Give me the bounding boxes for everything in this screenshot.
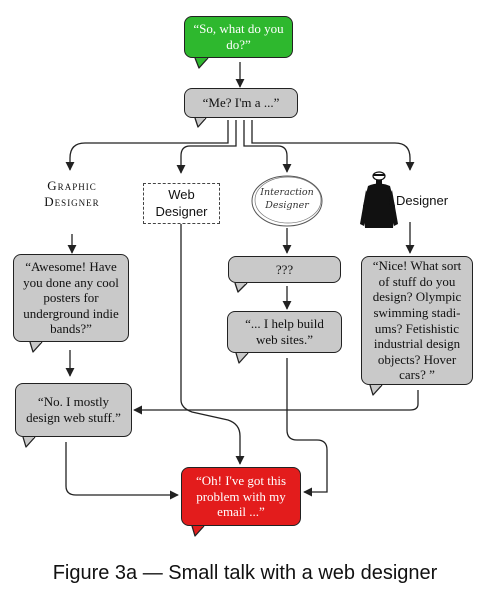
designer-label: Designer bbox=[396, 193, 449, 208]
arrow-me-to-graphic bbox=[65, 120, 229, 171]
mostly-bubble: “No. I mostly design web stuff.” bbox=[15, 383, 132, 437]
web-label-line1: Web bbox=[168, 187, 195, 203]
tail-start bbox=[194, 57, 209, 69]
interaction-label-line2: Designer bbox=[265, 199, 309, 211]
nice-bubble: “Nice! What sort of stuff do you design?… bbox=[361, 256, 473, 385]
web-designer-label: Web Designer bbox=[143, 183, 220, 224]
arrow-me-to-web bbox=[176, 120, 237, 174]
problem-bubble: “Oh! I've got this problem with my email… bbox=[181, 467, 301, 526]
figure-caption: Figure 3a — Small talk with a web design… bbox=[52, 562, 438, 584]
arrow-nice-to-mostly bbox=[133, 390, 419, 415]
interaction-designer-label: Interaction Designer bbox=[254, 187, 320, 213]
arrow-mostly-to-problem bbox=[65, 442, 179, 500]
arrow-me-to-interaction bbox=[243, 120, 292, 173]
interaction-scribble-oval bbox=[251, 175, 323, 227]
web-label-line2: Designer bbox=[155, 203, 208, 219]
black-turtleneck-figure-icon bbox=[360, 171, 398, 228]
tail-me bbox=[194, 117, 207, 128]
arrow-web-to-problem-2 bbox=[180, 399, 245, 465]
arrow-me-to-designer bbox=[251, 120, 415, 171]
interaction-label-line1: Interaction bbox=[260, 187, 314, 198]
start-bubble: “So, what do you do?” bbox=[184, 16, 293, 58]
arrow-help-to-problem bbox=[286, 358, 328, 497]
tail-awesome bbox=[29, 341, 43, 353]
tail-nice bbox=[369, 384, 383, 396]
tail-help bbox=[235, 352, 249, 364]
graphic-label-line1: Graphic bbox=[47, 178, 97, 193]
graphic-label-line2: Designer bbox=[44, 194, 100, 210]
tail-problem bbox=[191, 525, 205, 537]
me-bubble: “Me? I'm a ...” bbox=[184, 88, 298, 118]
tail-mostly bbox=[22, 436, 36, 448]
unknown-bubble: ??? bbox=[228, 256, 341, 283]
tail-unknown bbox=[234, 282, 248, 293]
awesome-bubble: “Awesome! Have you done any cool posters… bbox=[13, 254, 129, 342]
help-bubble: “... I help build web sites.” bbox=[227, 311, 342, 353]
graphic-designer-label: Graphic Designer bbox=[22, 178, 122, 211]
